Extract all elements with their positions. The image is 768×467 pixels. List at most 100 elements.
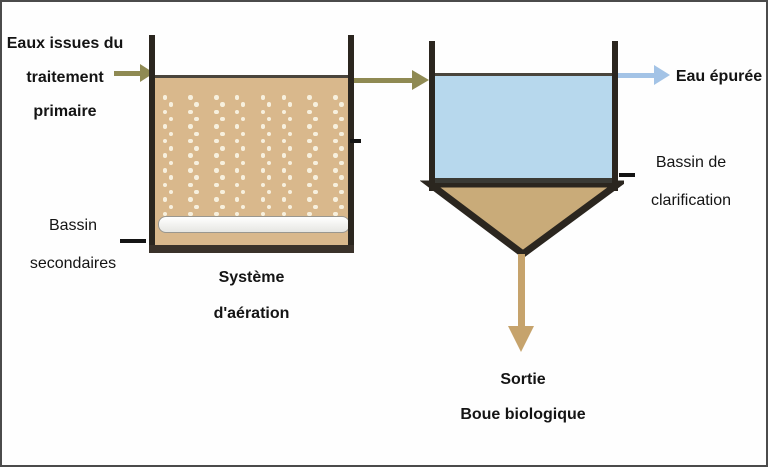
bubble-icon: [168, 160, 173, 166]
bubble-icon: [162, 153, 167, 158]
bubble-icon: [188, 211, 193, 217]
influent-label-line2: traitement: [26, 69, 104, 86]
bubble-icon: [234, 182, 240, 188]
aeration-basin-left-wall: [149, 35, 155, 253]
bubble-icon: [214, 197, 219, 202]
bubble-icon: [234, 153, 240, 158]
bubble-icon: [240, 102, 246, 107]
bubble-icon: [287, 204, 292, 209]
bubble-icon: [281, 211, 286, 217]
secondary-basin-label-line2: secondaires: [29, 255, 117, 272]
aeration-basin-bottom-wall: [149, 245, 354, 253]
bubble-icon: [333, 168, 338, 173]
bubble-icon: [194, 102, 199, 107]
bubble-icon: [287, 102, 292, 107]
bubble-icon: [220, 189, 225, 195]
bubble-icon: [188, 168, 193, 173]
bubble-icon: [287, 131, 292, 136]
bubble-icon: [162, 197, 167, 202]
bubble-icon: [287, 146, 292, 151]
bubble-icon: [313, 189, 318, 195]
bubble-icon: [234, 211, 240, 217]
clarifier-water: [435, 73, 612, 179]
effluent-arrow-shaft: [618, 73, 656, 78]
sludge-arrow-shaft: [518, 254, 525, 328]
bubble-icon: [240, 204, 246, 209]
bubble-icon: [287, 160, 292, 166]
sludge-interface-line: [429, 178, 618, 183]
bubble-icon: [214, 153, 219, 158]
bubble-icon: [260, 197, 266, 202]
bubble-icon: [266, 160, 272, 166]
aeration-system-label-line2: d'aération: [213, 305, 290, 322]
bubble-icon: [188, 197, 193, 202]
bubble-icon: [260, 153, 266, 158]
bubble-icon: [220, 175, 225, 180]
bubble-icon: [307, 124, 312, 129]
clarification-basin-tick: [619, 173, 635, 177]
bubble-icon: [188, 124, 193, 129]
bubble-icon: [240, 116, 246, 122]
bubble-icon: [162, 109, 167, 115]
sludge-outlet-label: Sortie Boue biologique: [440, 362, 606, 432]
bubble-icon: [307, 153, 312, 158]
bubble-icon: [162, 95, 167, 100]
bubble-icon: [194, 146, 199, 151]
bubble-icon: [214, 168, 219, 173]
bubble-icon: [220, 131, 225, 136]
bubble-icon: [339, 146, 344, 151]
bubble-icon: [188, 109, 193, 115]
bubble-icon: [234, 197, 240, 202]
bubble-icon: [281, 182, 286, 188]
bubble-icon: [281, 168, 286, 173]
clarifier-left-wall: [429, 41, 435, 191]
bubble-icon: [234, 109, 240, 115]
clarification-basin-label: Bassin de clarification: [636, 144, 746, 220]
bubble-icon: [266, 131, 272, 136]
bubble-icon: [333, 197, 338, 202]
bubble-icon: [307, 182, 312, 188]
bubble-icon: [333, 153, 338, 158]
bubble-icon: [281, 153, 286, 158]
bubble-icon: [339, 189, 344, 195]
clarifier-funnel: [420, 180, 624, 259]
bubble-icon: [162, 182, 167, 188]
influent-label: Eaux issues du traitement primaire: [4, 27, 126, 129]
bubble-icon: [281, 138, 286, 144]
aeration-system-label: Système d'aération: [174, 260, 329, 332]
bubble-icon: [234, 168, 240, 173]
bubble-icon: [234, 138, 240, 144]
bubble-icon: [168, 116, 173, 122]
bubble-icon: [287, 116, 292, 122]
clarification-basin-label-line1: Bassin de: [655, 154, 727, 171]
bubble-icon: [307, 138, 312, 144]
bubble-icon: [333, 211, 338, 217]
bubble-icon: [339, 204, 344, 209]
influent-label-line1: Eaux issues du: [6, 35, 124, 52]
bubble-icon: [162, 168, 167, 173]
bubble-icon: [162, 211, 167, 217]
bubble-icon: [260, 182, 266, 188]
bubble-icon: [281, 95, 286, 100]
bubble-icon: [234, 95, 240, 100]
bubble-icon: [162, 124, 167, 129]
bubble-icon: [240, 160, 246, 166]
bubble-icon: [214, 124, 219, 129]
bubble-icon: [234, 124, 240, 129]
effluent-label: Eau épurée: [675, 68, 763, 85]
bubble-icon: [313, 146, 318, 151]
sludge-outlet-label-line2: Boue biologique: [460, 406, 586, 423]
secondary-basin-tick: [120, 239, 146, 243]
bubble-icon: [313, 160, 318, 166]
bubble-icon: [220, 102, 225, 107]
bubble-icon: [168, 146, 173, 151]
bubble-icon: [214, 109, 219, 115]
bubble-icon: [307, 109, 312, 115]
bubble-icon: [168, 131, 173, 136]
bubble-icon: [194, 160, 199, 166]
bubble-icon: [188, 138, 193, 144]
influent-label-line3: primaire: [33, 103, 97, 120]
sludge-outlet-label-line1: Sortie: [500, 371, 546, 388]
bubble-icon: [194, 131, 199, 136]
bubble-icon: [333, 124, 338, 129]
